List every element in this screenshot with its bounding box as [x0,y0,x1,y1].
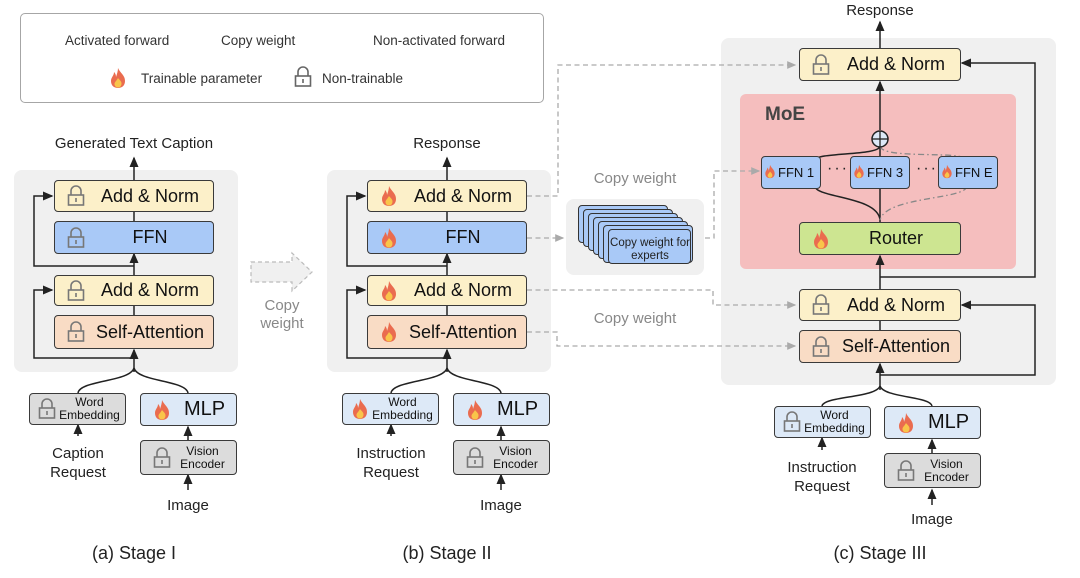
flame-icon [349,398,371,420]
stage2-output-label: Response [413,135,481,152]
stage1-image-input: Image [167,497,209,514]
copy-weight-experts-label: Copy weight for experts [610,237,690,262]
copy-weight-connectors [527,61,797,350]
stage1-word-embedding: Word Embedding [29,393,126,425]
lock-icon [65,321,87,343]
legend-non-activated-forward: Non-activated forward [373,33,506,48]
moe-title: MoE [765,104,806,125]
legend-trainable: Trainable parameter [141,71,263,86]
stage3-self-attention: Self-Attention [799,330,961,363]
router: Router [799,222,961,255]
stage3-add-norm-top: Add & Norm [799,48,961,81]
lock-icon [810,294,832,316]
stage3-mlp: MLP [884,406,981,439]
lock-icon [810,53,832,76]
stage2-add-norm-bottom: Add & Norm [367,275,527,306]
flame-icon [151,399,173,421]
stage2-add-norm-top: Add & Norm [367,180,527,212]
stage3-output-label: Response [846,2,914,19]
stage3-word-embedding: Word Embedding [774,406,871,438]
stage1-caption: (a) Stage I [91,543,177,563]
copy-weight-label-bottom: Copy weight [593,310,677,327]
stage1-add-norm-top: Add & Norm [54,180,214,212]
stage3-add-norm-bottom: Add & Norm [799,289,961,321]
flame-icon [378,185,400,207]
stage1-connectors [33,156,193,490]
lock-icon [464,446,486,469]
stage2-mlp: MLP [453,393,550,426]
stage2-word-embedding: Word Embedding [342,393,439,425]
expert-ffn-1: FFN 1 [761,156,821,189]
stage1-self-attention: Self-Attention [54,315,214,349]
expert-ffn-e: FFN E [938,156,998,189]
legend-non-trainable: Non-trainable [322,71,404,86]
flame-icon [464,399,486,421]
lock-icon [151,446,173,469]
flame-icon [764,164,778,182]
legend-activated-forward: Activated forward [65,33,170,48]
flame-icon [378,280,400,302]
lock-icon [65,185,87,207]
transition-arrow [250,251,313,293]
lock-icon [895,459,917,482]
flame-icon [853,164,867,182]
lock-icon [65,226,87,249]
sum-node-icon [871,130,889,148]
lock-icon [65,279,87,302]
stage2-self-attention: Self-Attention [367,315,527,349]
flame-icon [941,164,955,182]
lock-icon [36,398,58,420]
stage1-ffn: FFN [54,221,214,254]
stage3-caption: (c) Stage III [833,543,927,563]
stage3-image-input: Image [911,511,953,528]
expert-copy-stack: Copy weight for experts [578,205,700,273]
stage2-connectors [346,156,506,490]
lock-icon [781,411,803,433]
transition-copy-weight-label: Copy weight [260,297,304,332]
flame-icon [378,227,400,249]
stage1-vision-encoder: Vision Encoder [140,440,237,475]
ellipsis-1: ··· [827,160,849,177]
ellipsis-2: ··· [916,160,938,177]
stage2-vision-encoder: Vision Encoder [453,440,550,475]
stage2-image-input: Image [480,497,522,514]
lock-icon [294,66,312,93]
stage2-text-input: Instruction Request [356,445,426,481]
copy-weight-label-top: Copy weight [593,170,677,187]
stage3-vision-encoder: Vision Encoder [884,453,981,488]
stage2-caption: (b) Stage II [402,543,492,563]
stage3-text-input: Instruction Request [787,459,857,495]
flame-icon [810,228,832,250]
flame-icon [895,412,917,434]
stage1-mlp: MLP [140,393,237,426]
flame-icon [109,67,127,94]
stage1-text-input: Caption Request [50,445,106,481]
stage1-add-norm-bottom: Add & Norm [54,275,214,306]
expert-ffn-3: FFN 3 [850,156,910,189]
stage1-output-label: Generated Text Caption [54,135,214,152]
flame-icon [378,321,400,343]
legend: Activated forward Copy weight Non-activa… [20,13,544,103]
lock-icon [810,335,832,358]
legend-copy-weight: Copy weight [221,33,296,48]
stage2-ffn: FFN [367,221,527,254]
